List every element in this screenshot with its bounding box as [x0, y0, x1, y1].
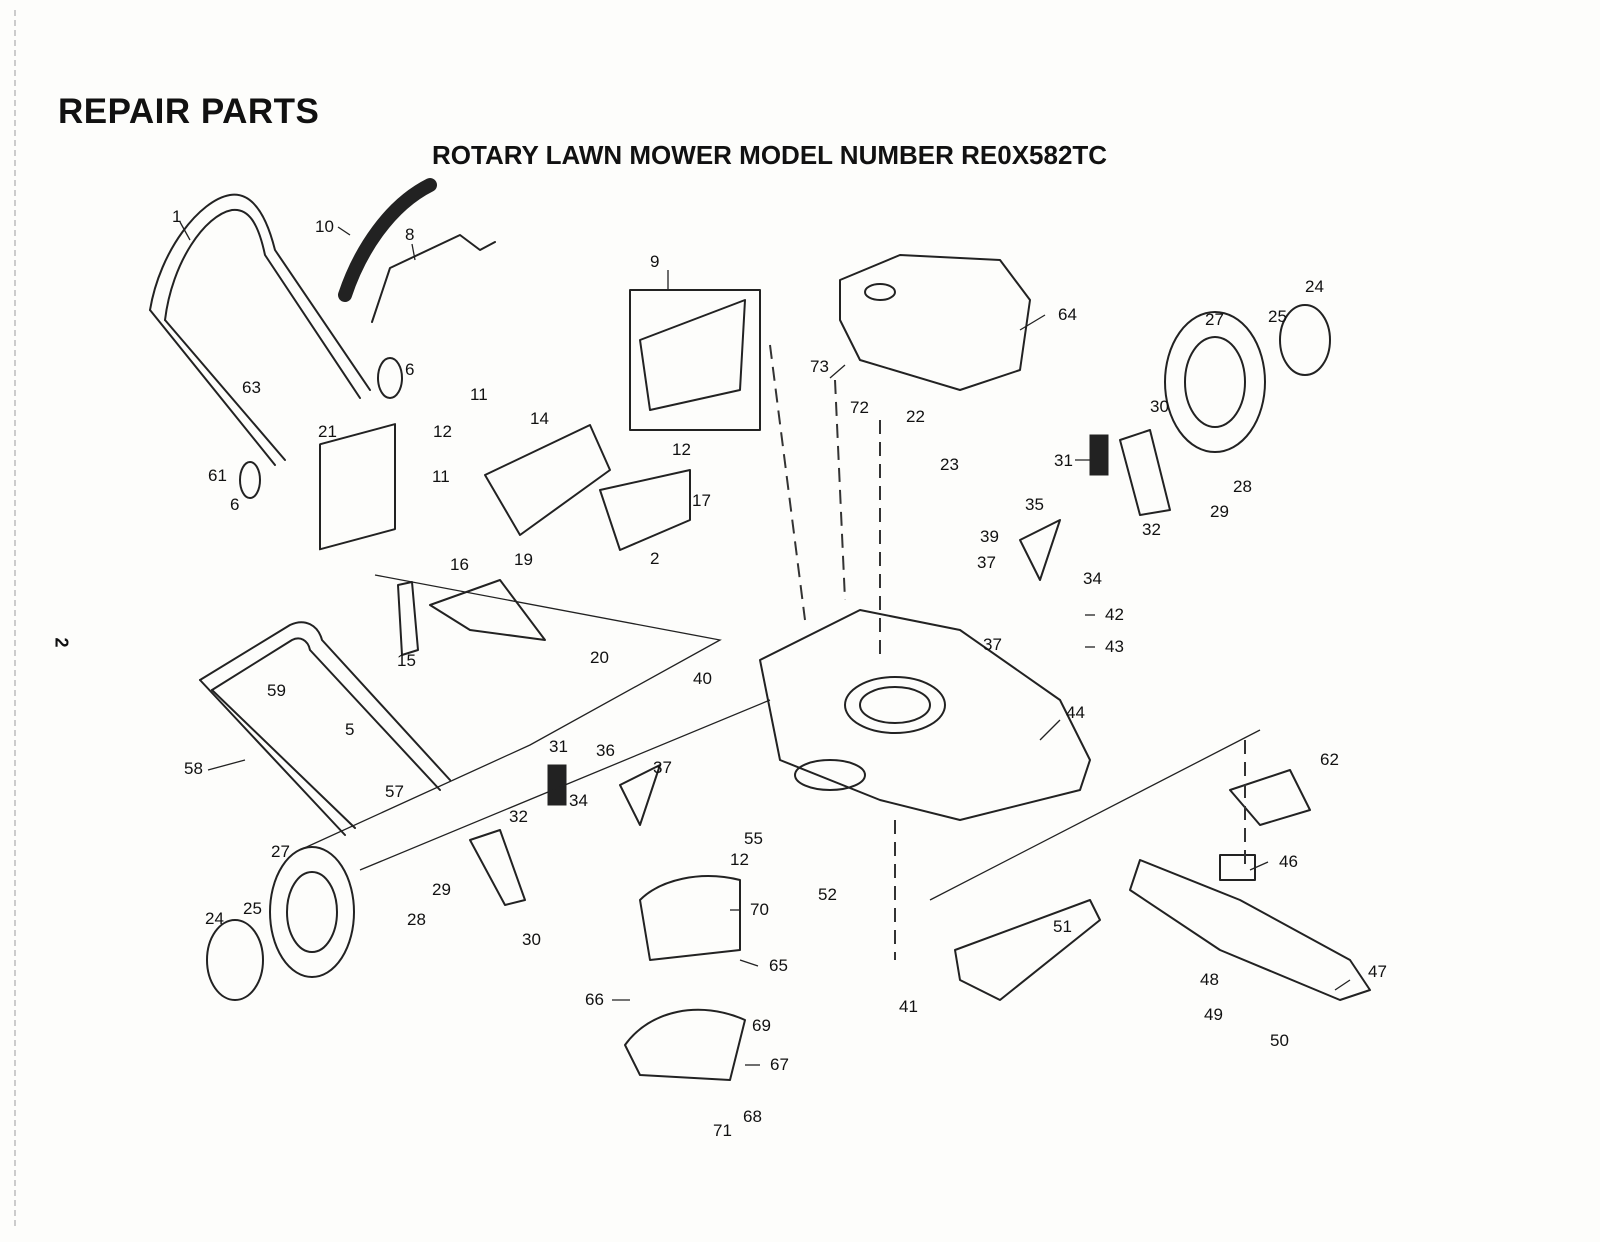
- callout-65: 65: [769, 956, 788, 975]
- callout-55: 55: [744, 829, 763, 848]
- callout-61: 61: [208, 466, 227, 485]
- upper-handle: [149, 193, 371, 466]
- rear-chute-parts: [319, 423, 691, 656]
- callout-35: 35: [1025, 495, 1044, 514]
- callout-23: 23: [940, 455, 959, 474]
- callout-64: 64: [1058, 305, 1077, 324]
- assembly-lines: [299, 574, 1261, 901]
- callout-71: 71: [713, 1121, 732, 1140]
- callout-50: 50: [1270, 1031, 1289, 1050]
- callout-57: 57: [385, 782, 404, 801]
- callout-31-b: 31: [549, 737, 568, 756]
- callout-68: 68: [743, 1107, 762, 1126]
- mower-deck: [759, 609, 1091, 821]
- callout-22: 22: [906, 407, 925, 426]
- callout-34-a: 34: [1083, 569, 1102, 588]
- callout-29-b: 29: [432, 880, 451, 899]
- callout-52: 52: [818, 885, 837, 904]
- callout-69: 69: [752, 1016, 771, 1035]
- leader-lines: [179, 221, 1351, 1066]
- callout-6-b: 6: [230, 495, 239, 514]
- callout-73: 73: [810, 357, 829, 376]
- callout-27-a: 27: [1205, 310, 1224, 329]
- callout-8: 8: [405, 225, 414, 244]
- callout-25-b: 25: [243, 899, 262, 918]
- callout-28-a: 28: [1233, 477, 1252, 496]
- page-subtitle: ROTARY LAWN MOWER MODEL NUMBER RE0X582TC: [432, 140, 1108, 170]
- callout-49: 49: [1204, 1005, 1223, 1024]
- callout-40: 40: [693, 669, 712, 688]
- callout-63: 63: [242, 378, 261, 397]
- callout-28-b: 28: [407, 910, 426, 929]
- handle-knob: [239, 357, 403, 499]
- callout-2: 2: [650, 549, 659, 568]
- callout-6-a: 6: [405, 360, 414, 379]
- callout-27-b: 27: [271, 842, 290, 861]
- callout-30-b: 30: [522, 930, 541, 949]
- callout-9: 9: [650, 252, 659, 271]
- callout-labels: 1 2 5 6 6 8 9 10 11 11 12 12 12 14 15 16…: [172, 207, 1387, 1140]
- callout-21: 21: [318, 422, 337, 441]
- callout-24-a: 24: [1305, 277, 1324, 296]
- callout-12-c: 12: [730, 850, 749, 869]
- dashed-assembly-lines: [769, 344, 1246, 960]
- callout-36: 36: [596, 741, 615, 760]
- callout-16: 16: [450, 555, 469, 574]
- callout-17: 17: [692, 491, 711, 510]
- height-adjusters: [469, 429, 1171, 906]
- callout-29-a: 29: [1210, 502, 1229, 521]
- callout-48: 48: [1200, 970, 1219, 989]
- callout-67: 67: [770, 1055, 789, 1074]
- callout-41: 41: [899, 997, 918, 1016]
- callout-30-a: 30: [1150, 397, 1169, 416]
- callout-66: 66: [585, 990, 604, 1009]
- engine: [839, 254, 1031, 391]
- callout-25-a: 25: [1268, 307, 1287, 326]
- callout-46: 46: [1279, 852, 1298, 871]
- callout-10: 10: [315, 217, 334, 236]
- callout-62: 62: [1320, 750, 1339, 769]
- callout-1: 1: [172, 207, 181, 226]
- callout-59: 59: [267, 681, 286, 700]
- callout-11-a: 11: [470, 385, 488, 404]
- callout-12-a: 12: [433, 422, 452, 441]
- callout-31-a: 31: [1054, 451, 1073, 470]
- callout-37-c: 37: [653, 758, 672, 777]
- callout-11-b: 11: [432, 467, 450, 486]
- callout-47: 47: [1368, 962, 1387, 981]
- wheels: [206, 304, 1331, 1001]
- callout-34-b: 34: [569, 791, 588, 810]
- callout-5: 5: [345, 720, 354, 739]
- callout-32-a: 32: [1142, 520, 1161, 539]
- callout-19: 19: [514, 550, 533, 569]
- callout-37-a: 37: [977, 553, 996, 572]
- callout-51: 51: [1053, 917, 1072, 936]
- page-title: REPAIR PARTS: [58, 92, 320, 131]
- callout-70: 70: [750, 900, 769, 919]
- callout-39: 39: [980, 527, 999, 546]
- blade-and-adapter: [954, 769, 1371, 1001]
- callout-42: 42: [1105, 605, 1124, 624]
- chute-door-assembly: [629, 289, 761, 431]
- lower-handle: [199, 621, 451, 836]
- bagger-frame: [624, 875, 746, 1081]
- callout-37-b: 37: [983, 635, 1002, 654]
- callout-72: 72: [850, 398, 869, 417]
- callout-32-b: 32: [509, 807, 528, 826]
- callout-58: 58: [184, 759, 203, 778]
- callout-15: 15: [397, 651, 416, 670]
- callout-12-b: 12: [672, 440, 691, 459]
- callout-14: 14: [530, 409, 549, 428]
- callout-43: 43: [1105, 637, 1124, 656]
- callout-24-b: 24: [205, 909, 224, 928]
- callout-20: 20: [590, 648, 609, 667]
- scan-edge: [14, 10, 16, 1230]
- callout-44: 44: [1066, 703, 1085, 722]
- control-bail-and-grip: [338, 178, 496, 323]
